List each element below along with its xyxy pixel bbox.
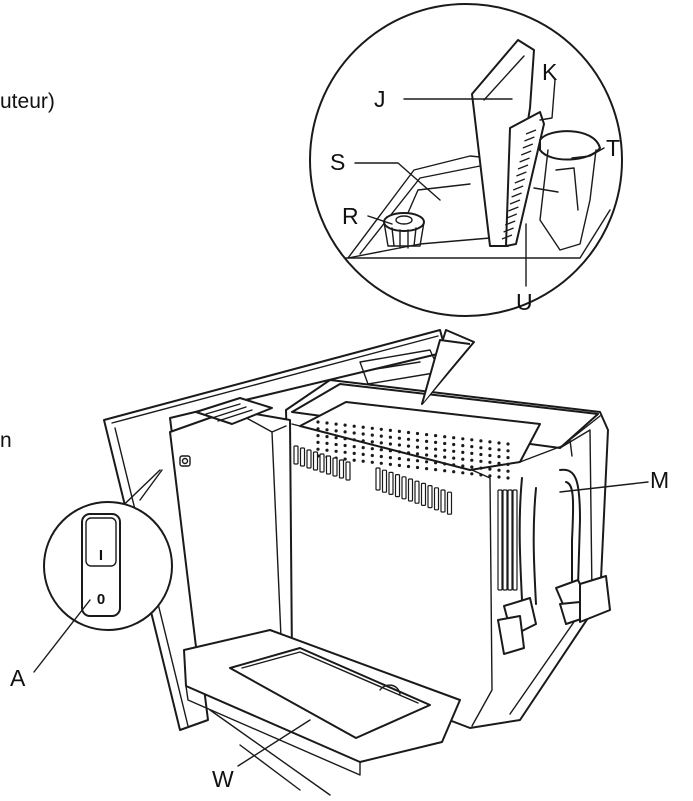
machine-body	[285, 379, 609, 729]
text-fragment-middle-left: n	[0, 429, 12, 452]
callout-m: M	[650, 467, 669, 493]
side-hoses	[497, 468, 611, 655]
leader-lines	[33, 79, 649, 767]
callout-j: J	[374, 86, 386, 112]
callout-u: U	[516, 289, 533, 315]
drip-tray	[183, 629, 461, 796]
detail-bubble-top	[309, 3, 623, 405]
callout-a: A	[10, 665, 26, 691]
callout-s: S	[330, 149, 345, 175]
callout-w: W	[212, 766, 234, 792]
switch-off-mark: 0	[97, 591, 105, 608]
switch-on-mark: I	[99, 547, 103, 564]
callout-r: R	[342, 203, 359, 229]
detail-bubble-switch: I 0	[43, 469, 173, 631]
callout-t: T	[606, 135, 620, 161]
power-switch	[81, 513, 121, 617]
callout-k: K	[542, 59, 558, 85]
text-fragment-top-left: uteur)	[0, 90, 55, 113]
